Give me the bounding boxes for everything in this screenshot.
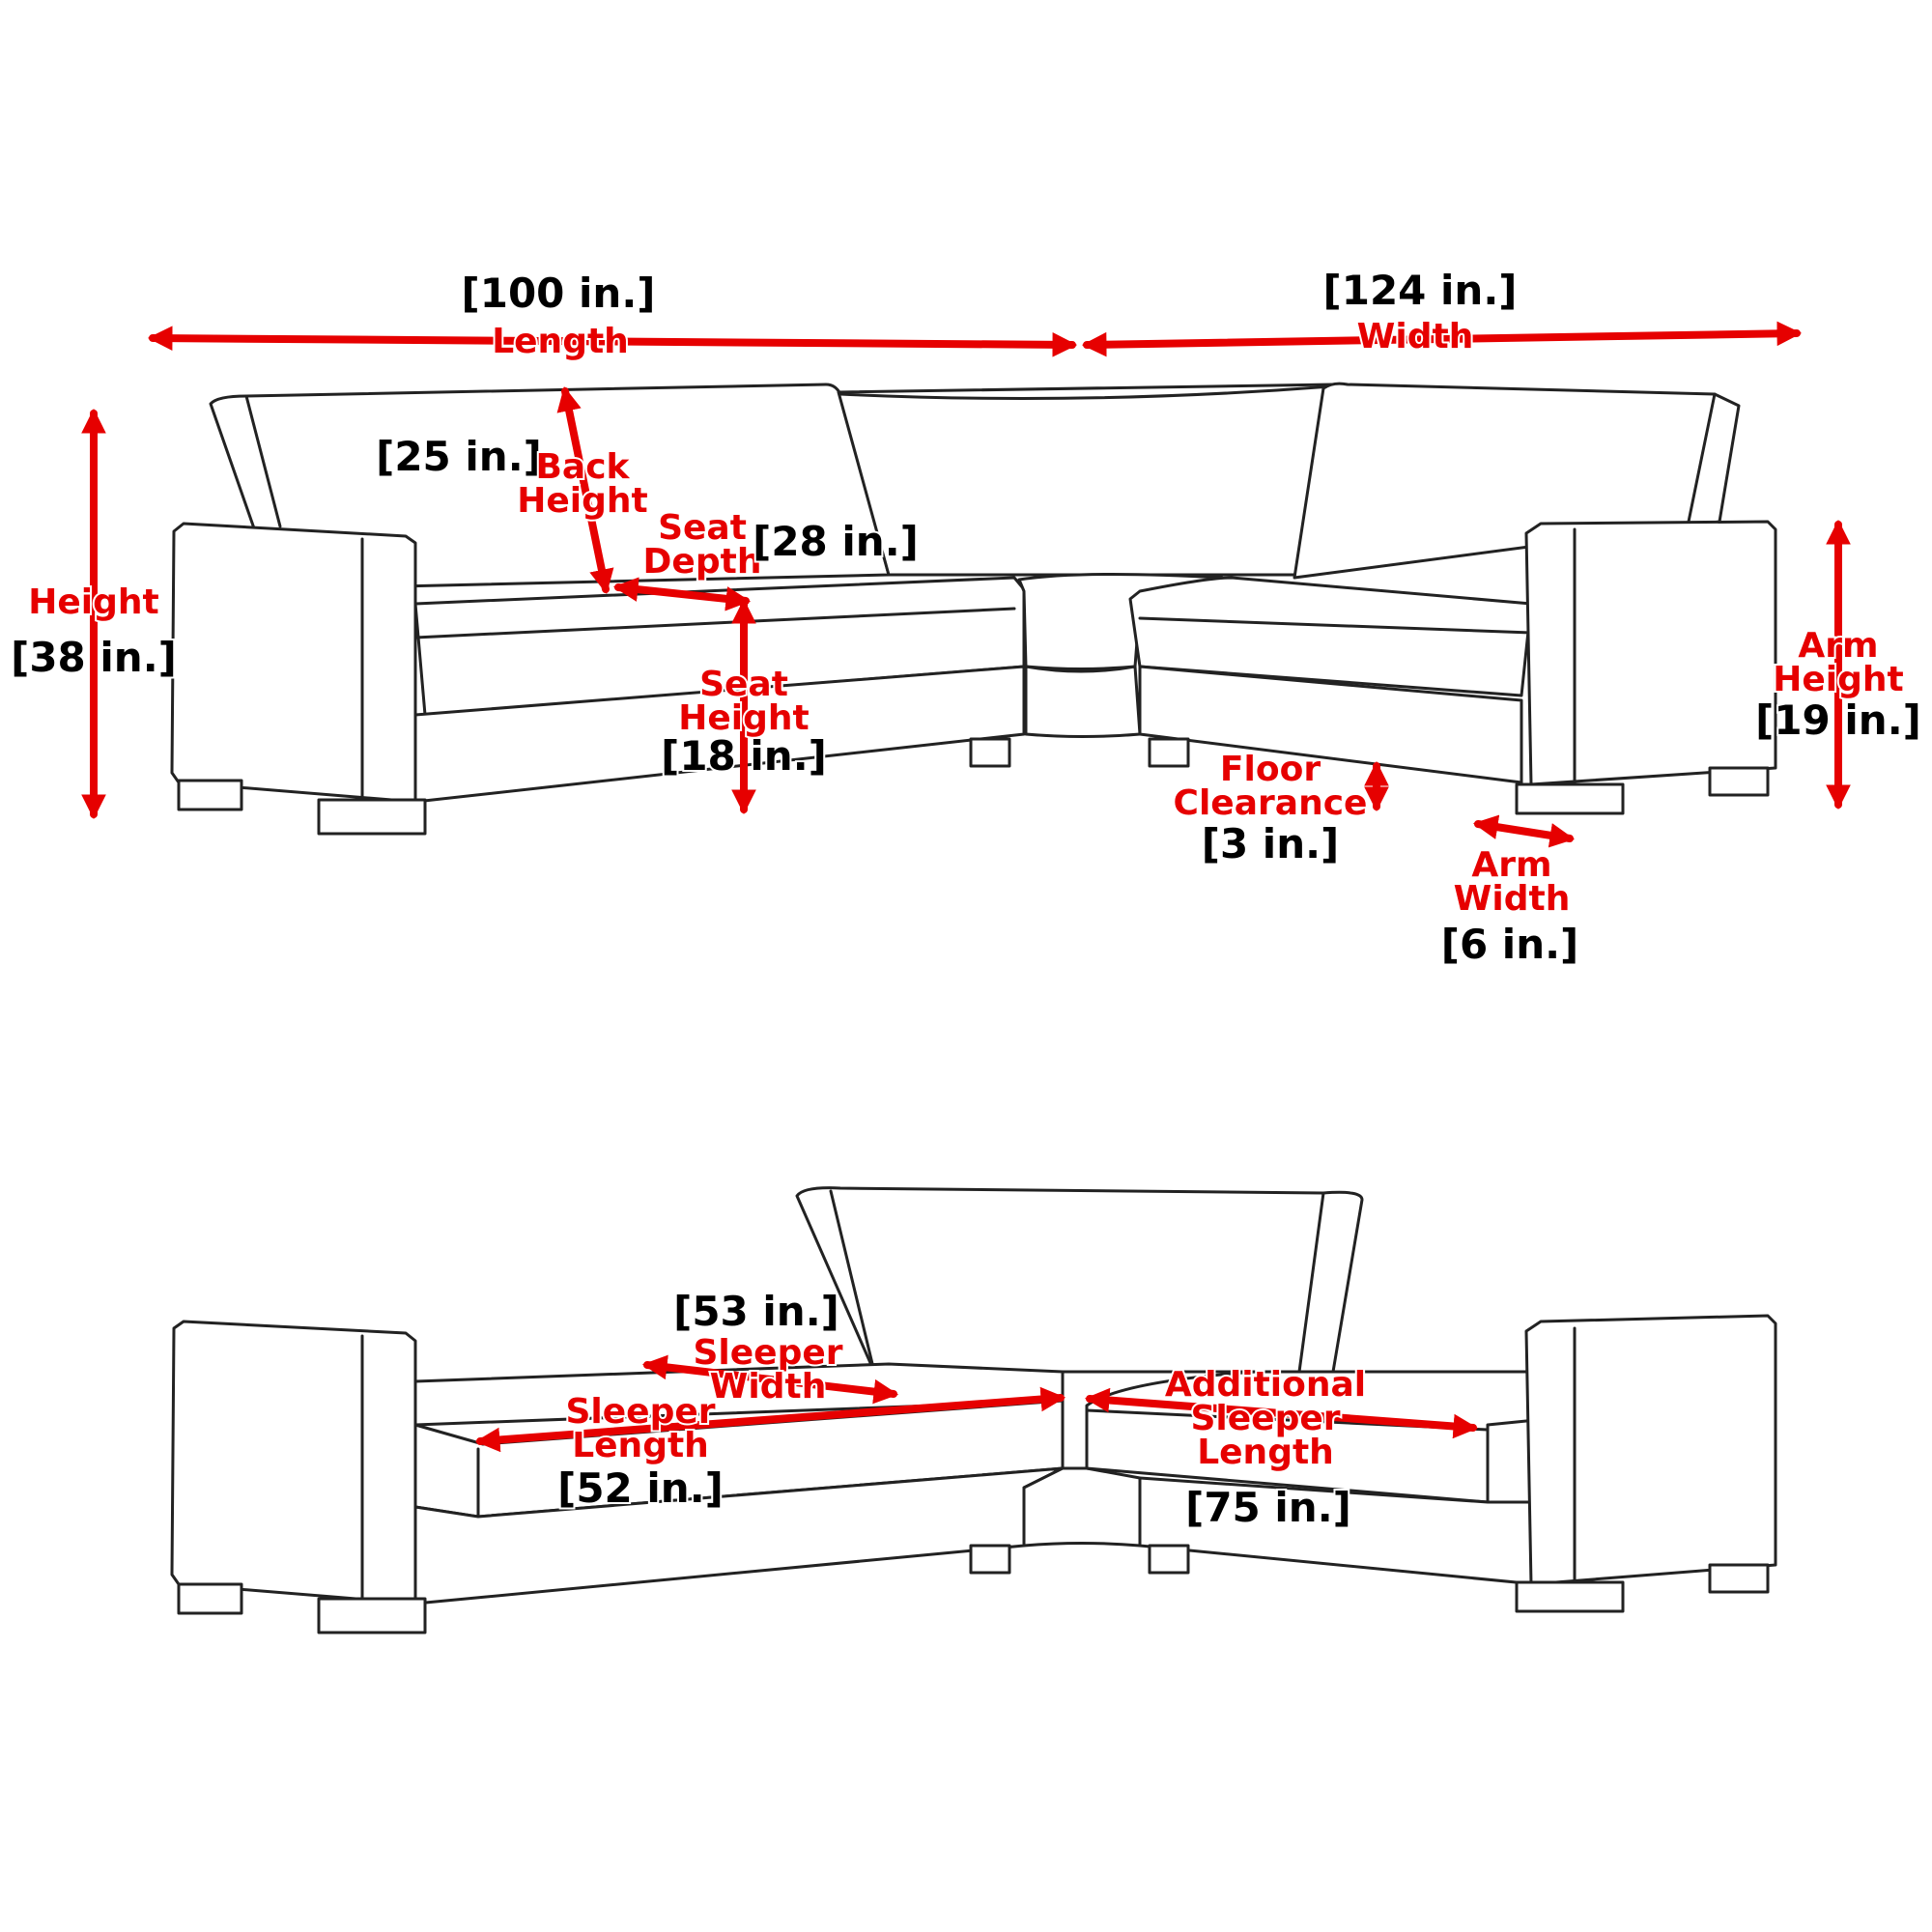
floor-clearance-label-line2: Clearance: [1174, 783, 1368, 823]
additional-sleeper-length-arrow: [1084, 1387, 1479, 1439]
back-height-value: [25 in.]: [376, 433, 542, 480]
sleeper-length-value: [52 in.]: [557, 1464, 724, 1512]
width-label: Width: [1357, 317, 1474, 356]
seat-height-label-line1: Seat: [699, 665, 788, 704]
arm-height-label-line2: Height: [1773, 660, 1904, 699]
arm-height-label-line1: Arm: [1798, 626, 1878, 666]
sleeper-length-label-line2: Length: [572, 1426, 709, 1465]
arm-width-arrow: [1472, 814, 1576, 848]
arm-height-value: [19 in.]: [1755, 696, 1921, 744]
additional-sleeper-length-value: [75 in.]: [1185, 1484, 1351, 1531]
back-height-label-line1: Back: [535, 447, 630, 487]
width-value: [124 in.]: [1323, 267, 1518, 314]
width-arrow: [1081, 321, 1803, 357]
back-height-label-line2: Height: [517, 481, 648, 521]
length-arrow: [147, 326, 1078, 357]
seat-depth-label-line2: Depth: [643, 542, 762, 582]
seat-depth-arrow: [612, 577, 752, 611]
back-height-arrow: [556, 385, 614, 595]
arm-width-label-line1: Arm: [1471, 845, 1551, 885]
length-value: [100 in.]: [462, 270, 656, 317]
floor-clearance-label-line1: Floor: [1220, 750, 1321, 789]
length-label: Length: [492, 322, 629, 361]
sleeper-sofa-drawing: [170, 1186, 1777, 1634]
arm-width-value: [6 in.]: [1441, 921, 1579, 968]
seat-depth-value: [28 in.]: [753, 518, 919, 565]
seat-height-label-line2: Height: [678, 698, 810, 738]
sectional-sofa-drawing: [170, 382, 1777, 836]
sleeper-length-label-line1: Sleeper: [565, 1392, 715, 1432]
seat-depth-label-line1: Seat: [658, 508, 747, 548]
floor-clearance-value: [3 in.]: [1202, 820, 1340, 867]
sleeper-length-arrow: [474, 1386, 1066, 1453]
height-value: [38 in.]: [11, 634, 177, 681]
sleeper-width-label-line2: Width: [710, 1367, 827, 1406]
additional-sleeper-length-label-line3: Length: [1197, 1433, 1334, 1472]
additional-sleeper-length-label-line1: Additional: [1165, 1365, 1366, 1405]
height-label: Height: [28, 582, 159, 622]
sleeper-width-value: [53 in.]: [673, 1288, 839, 1335]
sleeper-width-label-line1: Sleeper: [693, 1333, 842, 1373]
arm-width-label-line2: Width: [1454, 879, 1571, 919]
seat-height-value: [18 in.]: [661, 732, 827, 780]
additional-sleeper-length-label-line2: Sleeper: [1190, 1399, 1340, 1438]
